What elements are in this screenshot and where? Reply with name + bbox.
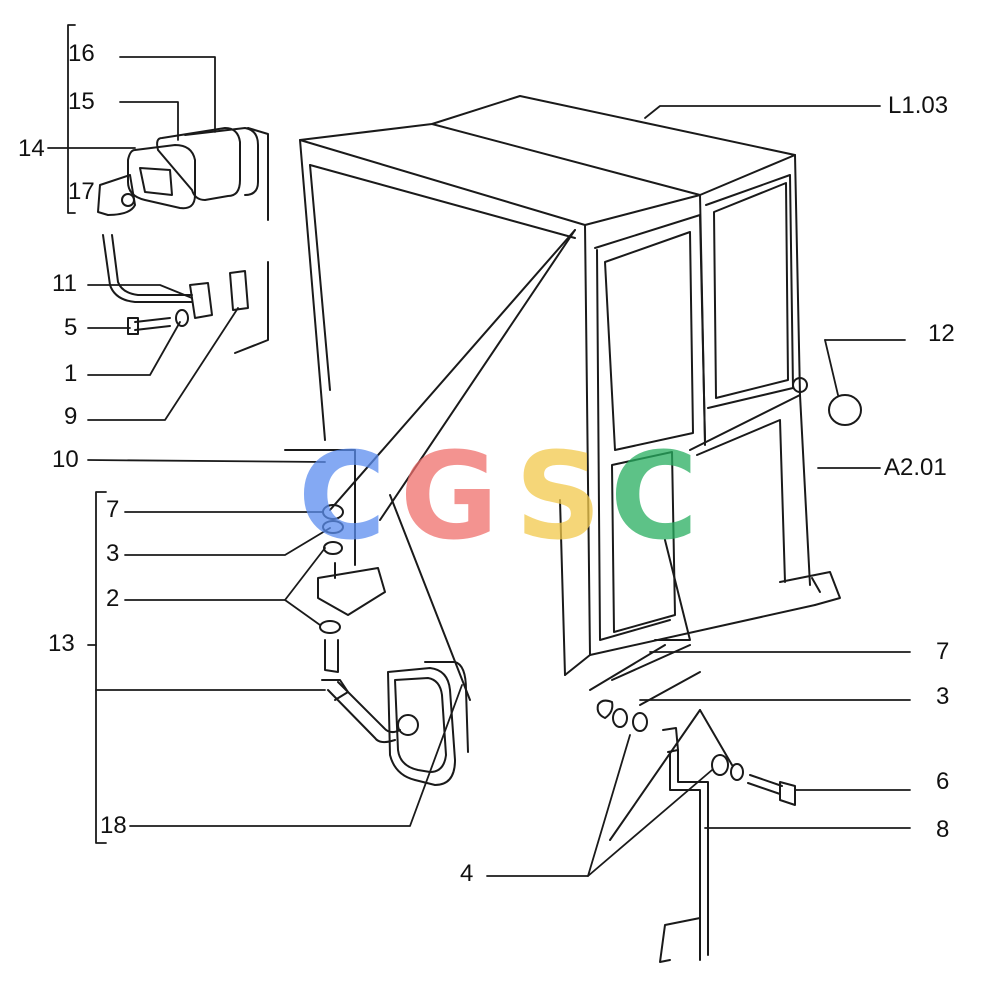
label-17: 17 xyxy=(68,178,95,205)
label-6: 6 xyxy=(936,768,950,795)
watermark-letter-s: S xyxy=(515,428,601,567)
watermark-letter-g: G xyxy=(400,428,499,567)
mirror-assembly xyxy=(284,229,576,786)
label-12: 12 xyxy=(928,320,955,347)
label-13: 13 xyxy=(48,630,75,657)
label-8: 8 xyxy=(936,816,950,843)
callout-lines xyxy=(47,24,911,877)
watermark-letter-c1: C xyxy=(298,428,386,567)
label-2: 2 xyxy=(106,585,120,612)
label-4: 4 xyxy=(460,860,474,887)
label-15: 15 xyxy=(68,88,95,115)
label-1: 1 xyxy=(64,360,78,387)
work-light-assembly xyxy=(97,127,269,354)
label-16: 16 xyxy=(68,40,95,67)
label-14: 14 xyxy=(18,135,45,162)
label-7-right: 7 xyxy=(936,638,950,665)
label-10: 10 xyxy=(52,446,79,473)
label-5: 5 xyxy=(64,314,78,341)
label-11: 11 xyxy=(52,270,77,297)
watermark-letter-c2: C xyxy=(610,428,698,567)
label-7-left: 7 xyxy=(106,496,120,523)
label-ref-l103: L1.03 xyxy=(888,92,949,119)
label-ref-a201: A2.01 xyxy=(884,454,947,481)
label-9: 9 xyxy=(64,403,78,430)
cab-body xyxy=(299,95,841,676)
label-3-right: 3 xyxy=(936,683,950,710)
label-18: 18 xyxy=(100,812,127,839)
side-hardware xyxy=(589,394,862,963)
label-3-left: 3 xyxy=(106,540,120,567)
watermark: C G S C xyxy=(298,428,698,567)
